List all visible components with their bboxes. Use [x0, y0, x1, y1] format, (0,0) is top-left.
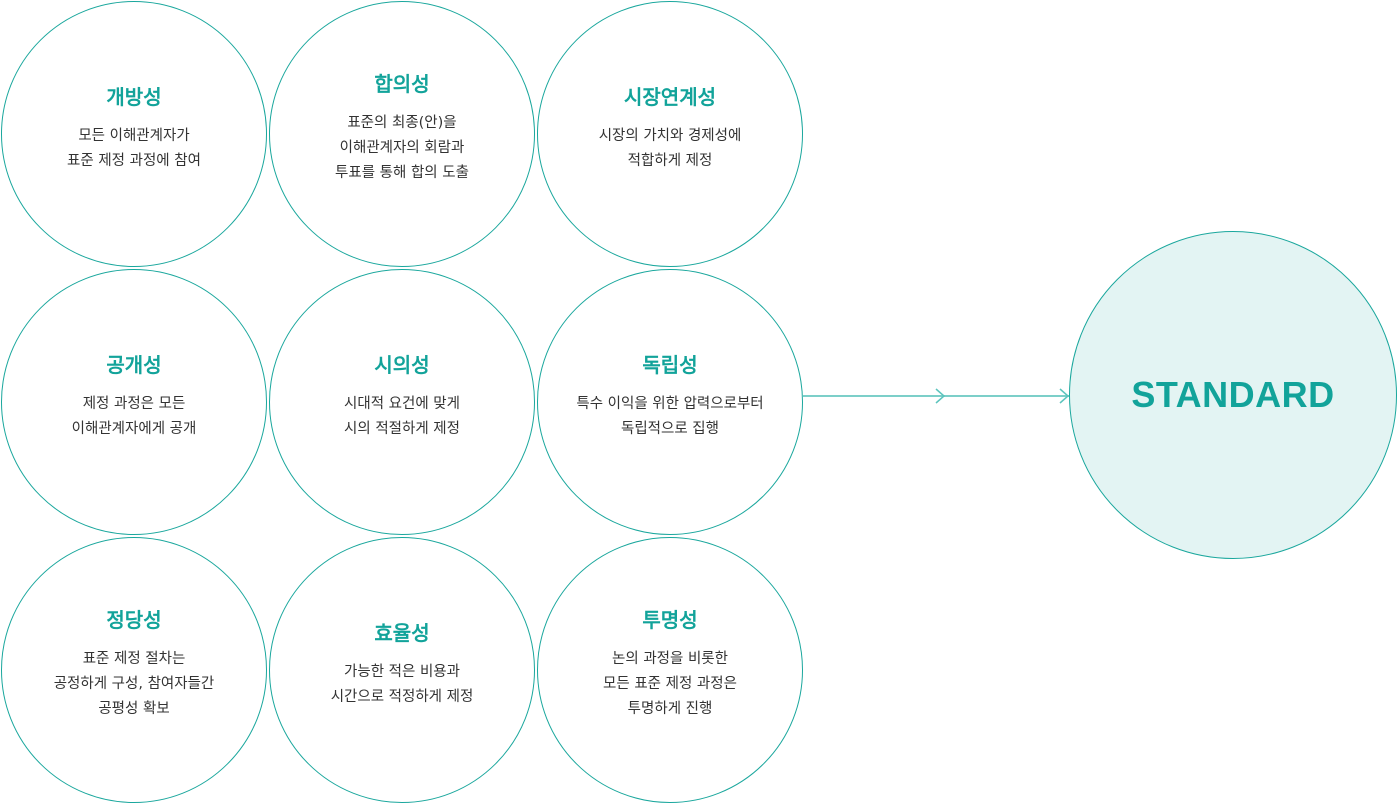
principle-description-line: 적합하게 제정 — [627, 152, 713, 169]
principle-title: 공개성 — [106, 352, 162, 377]
arrowhead-icon — [1059, 388, 1070, 404]
principle-description-line: 표준 제정 절차는 — [82, 651, 186, 667]
principle-description-line: 투표를 통해 합의 도출 — [335, 165, 469, 181]
principle-title: 개방성 — [106, 84, 162, 109]
principle-description-line: 모든 이해관계자가 — [78, 127, 190, 144]
principle-description-line: 투명하게 진행 — [627, 701, 713, 717]
principle-description-line: 가능한 적은 비용과 — [344, 663, 460, 680]
principle-description-line: 이해관계자의 회람과 — [339, 140, 465, 156]
principle-description-line: 시의 적절하게 제정 — [344, 420, 460, 437]
principle-description-line: 표준 제정 과정에 참여 — [67, 152, 201, 169]
principle-description-line: 시장의 가치와 경제성에 — [598, 127, 742, 144]
principle-title: 시의성 — [374, 352, 430, 377]
principle-description-line: 제정 과정은 모든 — [82, 395, 186, 412]
principle-title: 합의성 — [374, 72, 430, 96]
principle-title: 효율성 — [374, 620, 430, 645]
principle-description-line: 특수 이익을 위한 압력으로부터 — [576, 395, 764, 412]
principle-description-line: 모든 표준 제정 과정은 — [603, 676, 737, 692]
principle-description-line: 독립적으로 집행 — [621, 420, 719, 437]
arrowhead-icon — [935, 388, 946, 404]
principle-title: 투명성 — [642, 608, 698, 632]
principle-description-line: 공평성 확보 — [98, 701, 170, 717]
principle-description-line: 시간으로 적정하게 제정 — [330, 688, 474, 705]
standard-circle: STANDARD — [1069, 231, 1397, 559]
standard-label: STANDARD — [1131, 374, 1335, 415]
principle-description-line: 표준의 최종(안)을 — [347, 115, 457, 131]
principle-description-line: 논의 과정을 비롯한 — [612, 651, 728, 667]
principle-description-line: 시대적 요건에 맞게 — [344, 395, 460, 412]
principle-title: 시장연계성 — [624, 84, 716, 109]
principle-title: 정당성 — [106, 608, 162, 632]
principle-description-line: 공정하게 구성, 참여자들간 — [53, 676, 215, 692]
principle-description-line: 이해관계자에게 공개 — [71, 420, 197, 437]
principle-title: 독립성 — [642, 352, 698, 377]
